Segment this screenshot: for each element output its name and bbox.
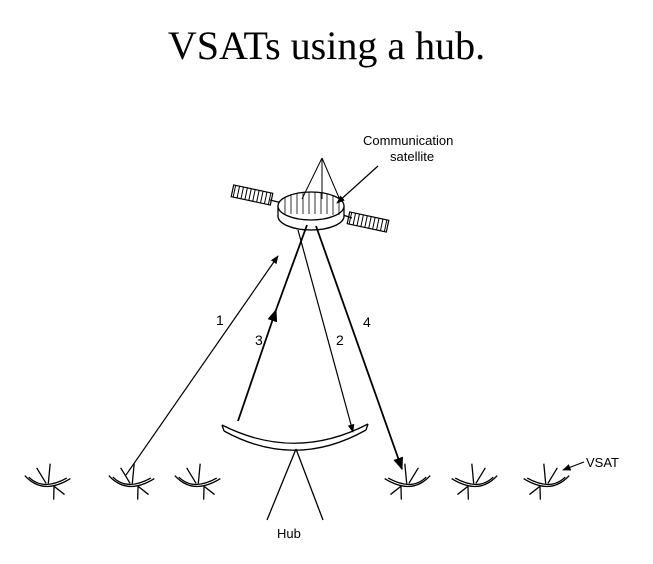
link-4-number: 4 [363,314,371,330]
vsat-dish [24,463,71,500]
vsat-dish [451,463,498,500]
satellite [230,157,390,233]
solar-panel-left [230,184,274,206]
vsat-dish [523,463,570,500]
satellite-label-line2: satellite [390,149,434,164]
satellite-antenna-cone [301,157,341,201]
vsat-dish [384,463,431,500]
page-title: VSATs using a hub. [167,23,486,68]
satellite-label-line1: Communication [363,133,453,148]
link-2-arrow [297,229,355,433]
link-1-number: 1 [216,312,224,328]
link-2-number: 2 [336,332,344,348]
link-4-arrow [315,225,403,471]
link-3-number: 3 [255,332,263,348]
vsat-pointer-arrow [562,461,585,471]
link-3-line [275,224,308,311]
vsat-label: VSAT [586,455,619,470]
hub-label: Hub [277,526,301,541]
satellite-body [277,191,345,231]
link-1-arrow [125,255,279,476]
solar-panel-right [346,211,390,233]
vsat-dish [108,463,155,500]
satellite-pointer-arrow [336,165,379,204]
hub [221,423,369,521]
link-3-arrow [237,308,278,422]
vsat-dish [174,463,221,500]
